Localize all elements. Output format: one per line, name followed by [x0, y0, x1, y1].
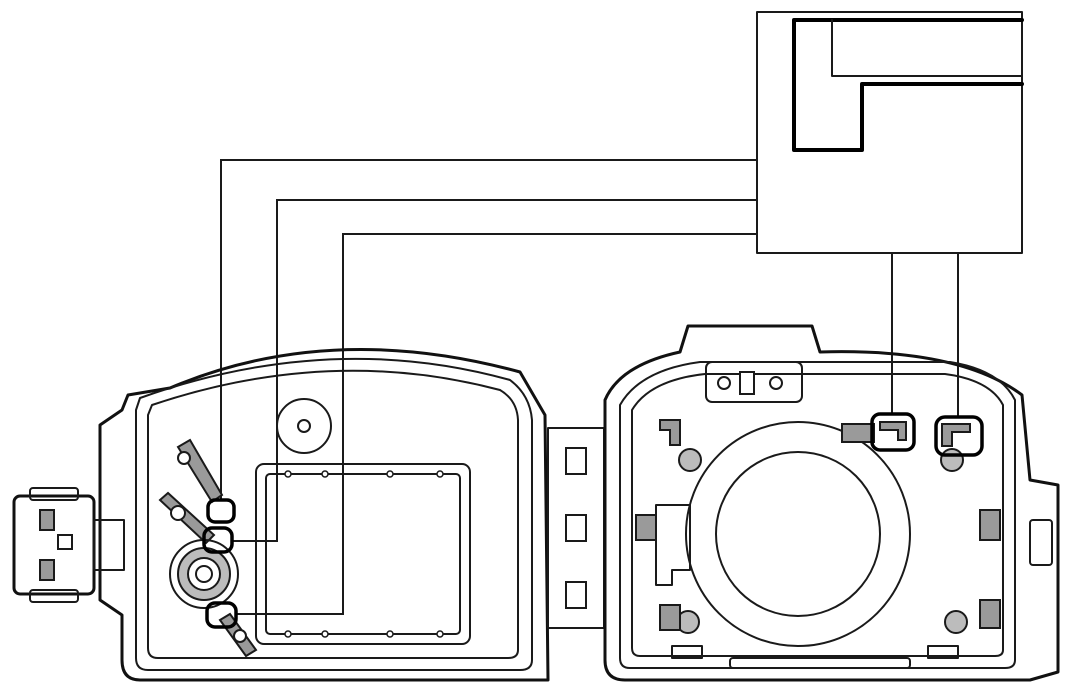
screw-4: [436, 470, 444, 478]
callout-line-1: [220, 159, 757, 501]
left-inner-rim: [135, 357, 533, 671]
screw-7: [386, 630, 394, 638]
middle-lever-tip: [170, 505, 186, 521]
hinge-knuckle-3: [565, 581, 587, 609]
right-housing-half: [603, 324, 1060, 682]
shoe-connector: [705, 361, 803, 403]
screw-1: [284, 470, 292, 478]
clip-top-left: [659, 419, 681, 446]
callout-line-3: [236, 233, 757, 615]
latch-bracket: [93, 519, 125, 571]
shoe-screw-right: [769, 376, 783, 390]
highlight-seal-3: [205, 601, 238, 629]
dial-center: [195, 565, 213, 583]
top-clip-a: [879, 421, 907, 441]
left-gasket-groove: [147, 369, 519, 659]
shoe-screw-left: [717, 376, 731, 390]
hinge: [547, 427, 605, 629]
left-outer-shell: [98, 348, 550, 682]
screw-6: [321, 630, 329, 638]
clip-bottom-right: [979, 599, 1001, 629]
lens-port-outer: [685, 421, 911, 647]
post-bottom-right: [944, 610, 968, 634]
lens-port: [685, 421, 911, 647]
inset-gasket-outer: [792, 18, 1024, 152]
side-bracket: [1029, 519, 1053, 566]
dial-face: [187, 557, 221, 591]
lower-lever-tip: [233, 629, 247, 643]
post-top-left: [678, 448, 702, 472]
upper-port-ring: [276, 398, 332, 454]
screw-3: [386, 470, 394, 478]
latch: [12, 487, 125, 603]
lcd-window-outer: [255, 463, 471, 645]
shoe-connector-frame: [705, 361, 803, 403]
lower-lever: [218, 612, 258, 658]
left-housing-half: [98, 348, 550, 682]
clip-mid-left: [635, 514, 657, 541]
middle-lever-arm: [158, 491, 216, 545]
inset-gasket-inner: [831, 19, 1023, 77]
latch-bottom-tab: [29, 589, 79, 603]
lcd-window-inner: [265, 473, 461, 635]
inset-frame: [756, 11, 1023, 254]
right-gasket-groove: [631, 373, 1004, 657]
clip-mid-right: [979, 509, 1001, 541]
callout-lines-right: [891, 253, 959, 418]
callout-lines-left: [220, 159, 757, 615]
highlight-seal-4: [870, 412, 916, 452]
latch-top-tab: [29, 487, 79, 501]
top-clip-a-base: [841, 423, 875, 443]
upper-port-center: [297, 419, 311, 433]
screw-2: [321, 470, 329, 478]
shoe-connector-slot: [739, 371, 755, 395]
control-dial: [169, 539, 239, 609]
bracket-mid-left: [655, 504, 691, 586]
detail-inset-box: [756, 11, 1024, 254]
middle-lever: [158, 491, 216, 545]
bottom-rail: [729, 657, 911, 669]
foot-bottom-right: [927, 645, 959, 659]
post-top-right: [940, 448, 964, 472]
hinge-knuckle-2: [565, 514, 587, 542]
latch-clip-top: [39, 509, 55, 531]
highlight-seal-2: [202, 526, 234, 554]
highlight-seal-1: [206, 498, 236, 524]
top-clip-b: [941, 423, 971, 447]
right-inner-rim: [619, 361, 1016, 669]
latch-button: [57, 534, 73, 550]
screw-5: [284, 630, 292, 638]
hinge-knuckle-1: [565, 447, 587, 475]
upper-lever: [176, 438, 224, 504]
lens-port-inner: [715, 451, 881, 617]
clip-bottom-left: [659, 604, 681, 631]
highlight-seal-5: [934, 415, 984, 457]
screw-8: [436, 630, 444, 638]
upper-lever-tip: [177, 451, 191, 465]
top-clip-pair: [841, 421, 971, 447]
callout-line-2: [232, 199, 757, 542]
foot-bottom-left: [671, 645, 703, 659]
lcd-window: [255, 463, 471, 645]
upper-lever-arm: [176, 438, 224, 504]
latch-clip-bottom: [39, 559, 55, 581]
